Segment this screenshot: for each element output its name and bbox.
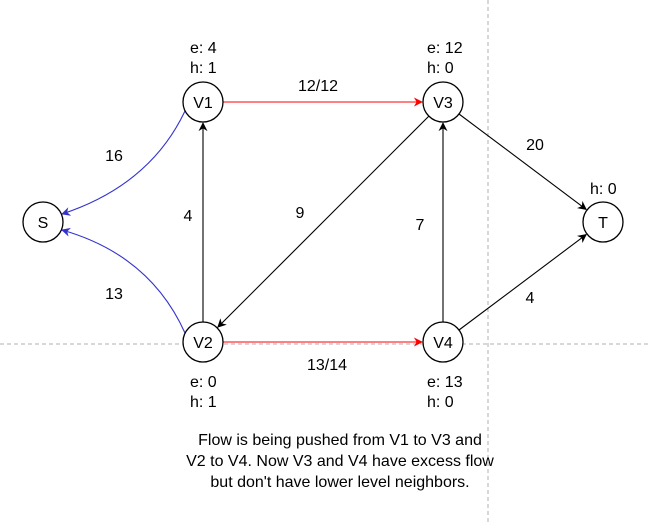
- edge-label-v2-s: 13: [105, 286, 123, 303]
- node-circle-s: [22, 201, 64, 243]
- node-s: S: [22, 201, 64, 243]
- excess-label-v3: e: 12: [427, 40, 463, 57]
- node-circle-v4: [422, 321, 464, 363]
- node-label-t: T: [598, 215, 608, 232]
- caption-line: Flow is being pushed from V1 to V3 and: [198, 432, 482, 449]
- edge-v4-t: [458, 234, 587, 331]
- edge-label-v4-v3: 7: [416, 217, 425, 234]
- edge-label-v3-v2: 9: [296, 205, 305, 222]
- caption: Flow is being pushed from V1 to V3 and V…: [120, 430, 560, 493]
- node-label-v1: V1: [193, 95, 213, 112]
- edge-label-v1-v3: 12/12: [298, 78, 338, 95]
- excess-label-v4: e: 13: [427, 374, 463, 391]
- edge-label-v3-t: 20: [526, 137, 544, 154]
- caption-line: V2 to V4. Now V3 and V4 have excess flow: [186, 453, 494, 470]
- excess-label-v1: e: 4: [190, 40, 217, 57]
- node-v1: V1: [182, 81, 224, 123]
- height-label-v4: h: 0: [427, 394, 454, 411]
- caption-line: but don't have lower level neighbors.: [210, 474, 470, 491]
- labels-layer: 12/12 13/14 16 13 4 9 7 20 4 e: 4 h: 1 e: 0 h: 1 e: 1…: [105, 40, 617, 411]
- node-circle-t: [582, 201, 624, 243]
- edges-layer: [61, 97, 587, 347]
- edge-label-v2-v1: 4: [184, 208, 193, 225]
- excess-label-v2: e: 0: [190, 374, 217, 391]
- height-label-v1: h: 1: [190, 60, 217, 77]
- node-label-v2: V2: [193, 335, 213, 352]
- edge-label-v1-s: 16: [105, 148, 123, 165]
- edge-v3-v2: [217, 115, 430, 328]
- node-circle-v3: [422, 81, 464, 123]
- edge-v1-s: [61, 110, 186, 216]
- node-label-v3: V3: [433, 95, 453, 112]
- node-t: T: [582, 201, 624, 243]
- node-circle-v1: [182, 81, 224, 123]
- node-label-v4: V4: [433, 335, 453, 352]
- node-circle-v2: [182, 321, 224, 363]
- edge-v3-t: [458, 113, 587, 210]
- height-label-v3: h: 0: [427, 60, 454, 77]
- node-v4: V4: [422, 321, 464, 363]
- edge-v2-s: [61, 227, 186, 334]
- edge-label-v2-v4: 13/14: [307, 357, 347, 374]
- edge-label-v4-t: 4: [526, 290, 535, 307]
- node-v2: V2: [182, 321, 224, 363]
- height-label-v2: h: 1: [190, 394, 217, 411]
- node-label-s: S: [38, 215, 49, 232]
- height-label-t: h: 0: [590, 181, 617, 198]
- node-v3: V3: [422, 81, 464, 123]
